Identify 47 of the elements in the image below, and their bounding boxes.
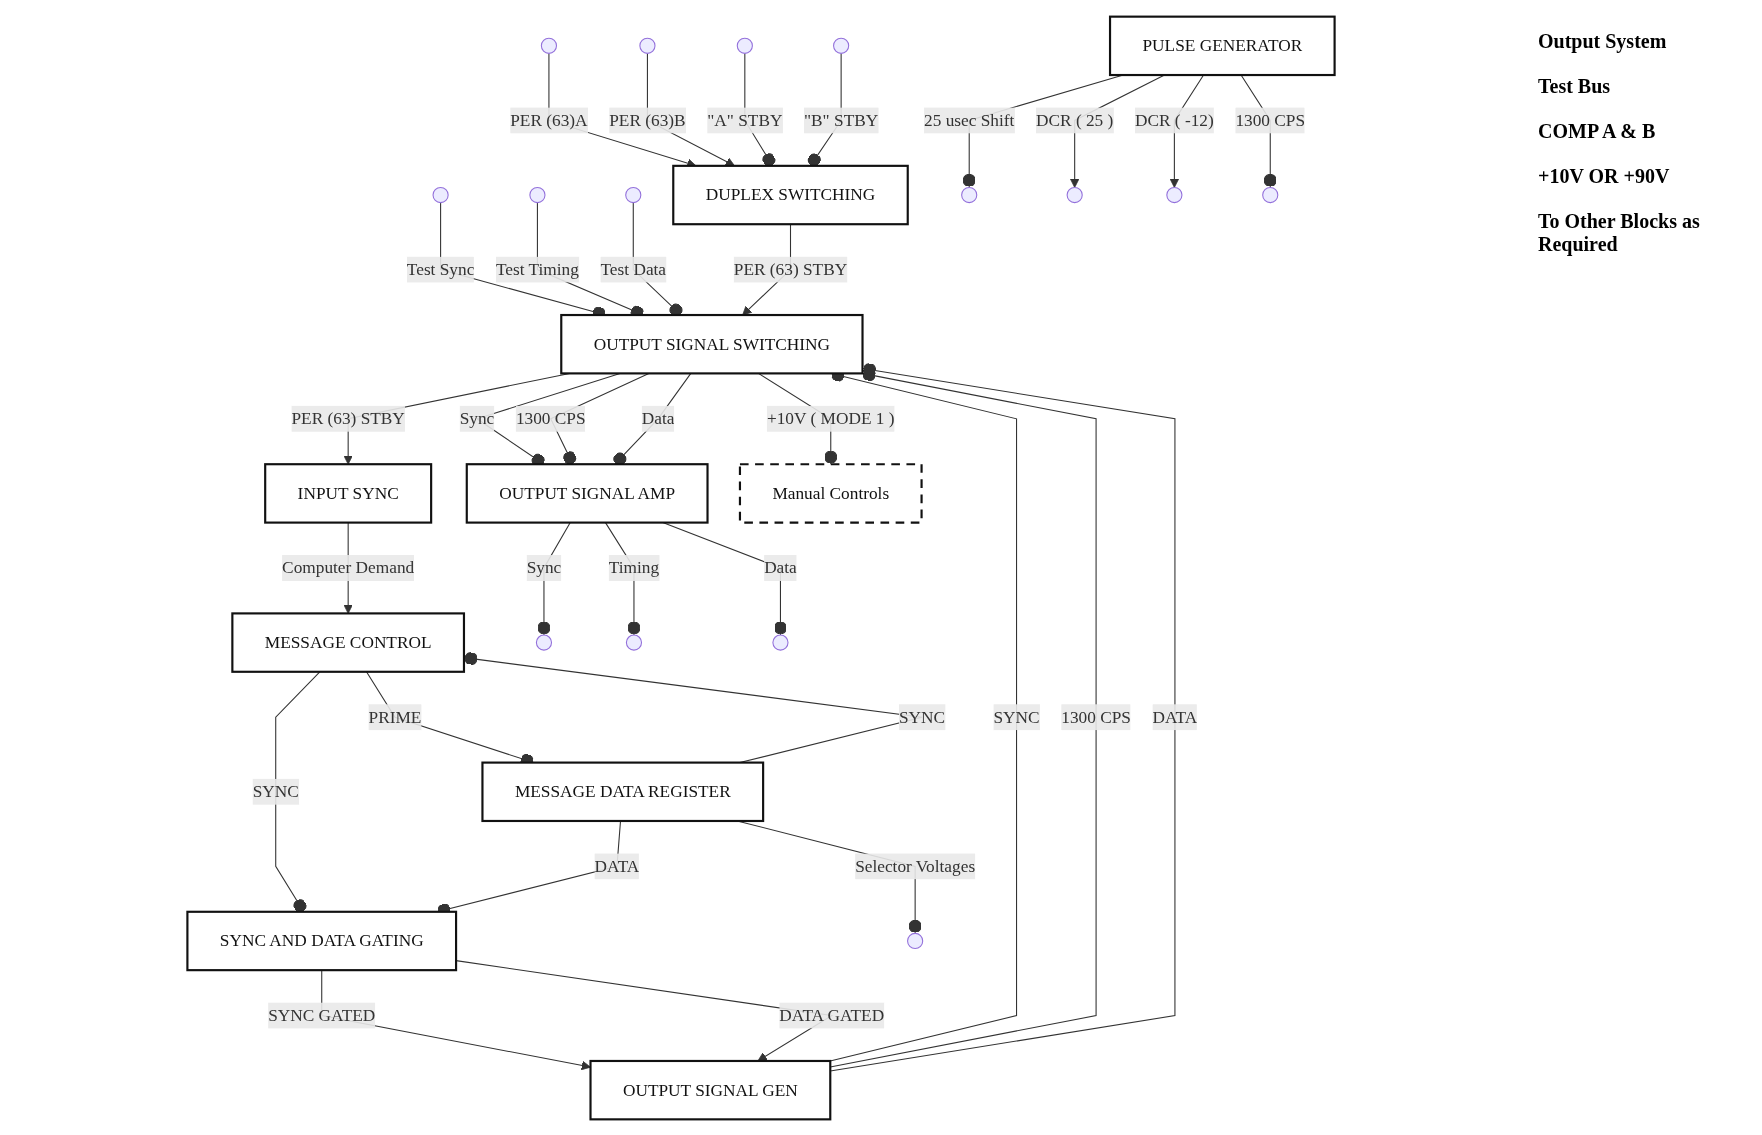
node-box: PULSE GENERATOR — [1108, 15, 1336, 76]
edge-label: Timing — [608, 557, 660, 577]
edge-label: Selector Voltages — [855, 856, 976, 875]
edge-label: DCR ( -12) — [1134, 110, 1214, 129]
node-box: INPUT SYNC — [264, 462, 433, 524]
edge-label: DCR ( 25 ) — [1035, 110, 1114, 129]
edge-label: Test Data — [600, 259, 667, 278]
edge-label: PER (63) STBY — [291, 408, 405, 427]
node-box: OUTPUT SIGNAL SWITCHING — [560, 313, 864, 374]
connector — [829, 362, 1176, 1071]
edge-label: SYNC GATED — [268, 1005, 376, 1024]
node-box: Manual Controls — [738, 462, 923, 524]
edge-label: Sync — [526, 557, 562, 577]
edge-label: PRIME — [368, 706, 422, 726]
edge-label: Computer Demand — [282, 557, 415, 577]
edge-label: DATA — [594, 856, 640, 875]
node-box: MESSAGE CONTROL — [231, 611, 466, 673]
edge-label: SYNC — [252, 781, 299, 800]
note-text: +10V OR +90V — [1538, 165, 1671, 188]
edge-label: PER (63) STBY — [733, 259, 848, 278]
edge-label: PER (63)B — [609, 110, 686, 129]
edge-label: "A" STBY — [707, 110, 783, 129]
edge-label: DATA GATED — [779, 1005, 885, 1024]
edge-label: "B" STBY — [804, 110, 879, 129]
edge-label: Sync — [459, 408, 495, 427]
node-box: MESSAGE DATA REGISTER — [481, 761, 765, 822]
edge-label: Data — [641, 408, 675, 427]
edge-label: SYNC — [898, 706, 946, 726]
edge-label: SYNC — [993, 706, 1040, 726]
note-text: To Other Blocks as Required — [1538, 210, 1701, 256]
edge-label: 1300 CPS — [515, 408, 586, 427]
note-text: Output System — [1538, 30, 1668, 53]
node-box: OUTPUT SIGNAL AMP — [465, 462, 709, 524]
node-box: SYNC AND DATA GATING — [186, 910, 458, 971]
node-box: OUTPUT SIGNAL GEN — [589, 1059, 832, 1120]
node-box: DUPLEX SWITCHING — [672, 164, 909, 225]
edge-label: Data — [764, 557, 797, 577]
edge-label: +10V ( MODE 1 ) — [766, 408, 895, 427]
edge-label: DATA — [1152, 706, 1198, 726]
edge-label: PER (63)A — [510, 110, 588, 129]
note-text: COMP A & B — [1538, 120, 1657, 143]
note-text: Test Bus — [1538, 75, 1612, 98]
edge-label: Test Timing — [495, 259, 579, 278]
edge-label: 1300 CPS — [1235, 110, 1306, 129]
edge-label: 25 usec Shift — [924, 110, 1015, 129]
edge-label: Test Sync — [406, 259, 475, 278]
edge-label: 1300 CPS — [1061, 706, 1131, 726]
